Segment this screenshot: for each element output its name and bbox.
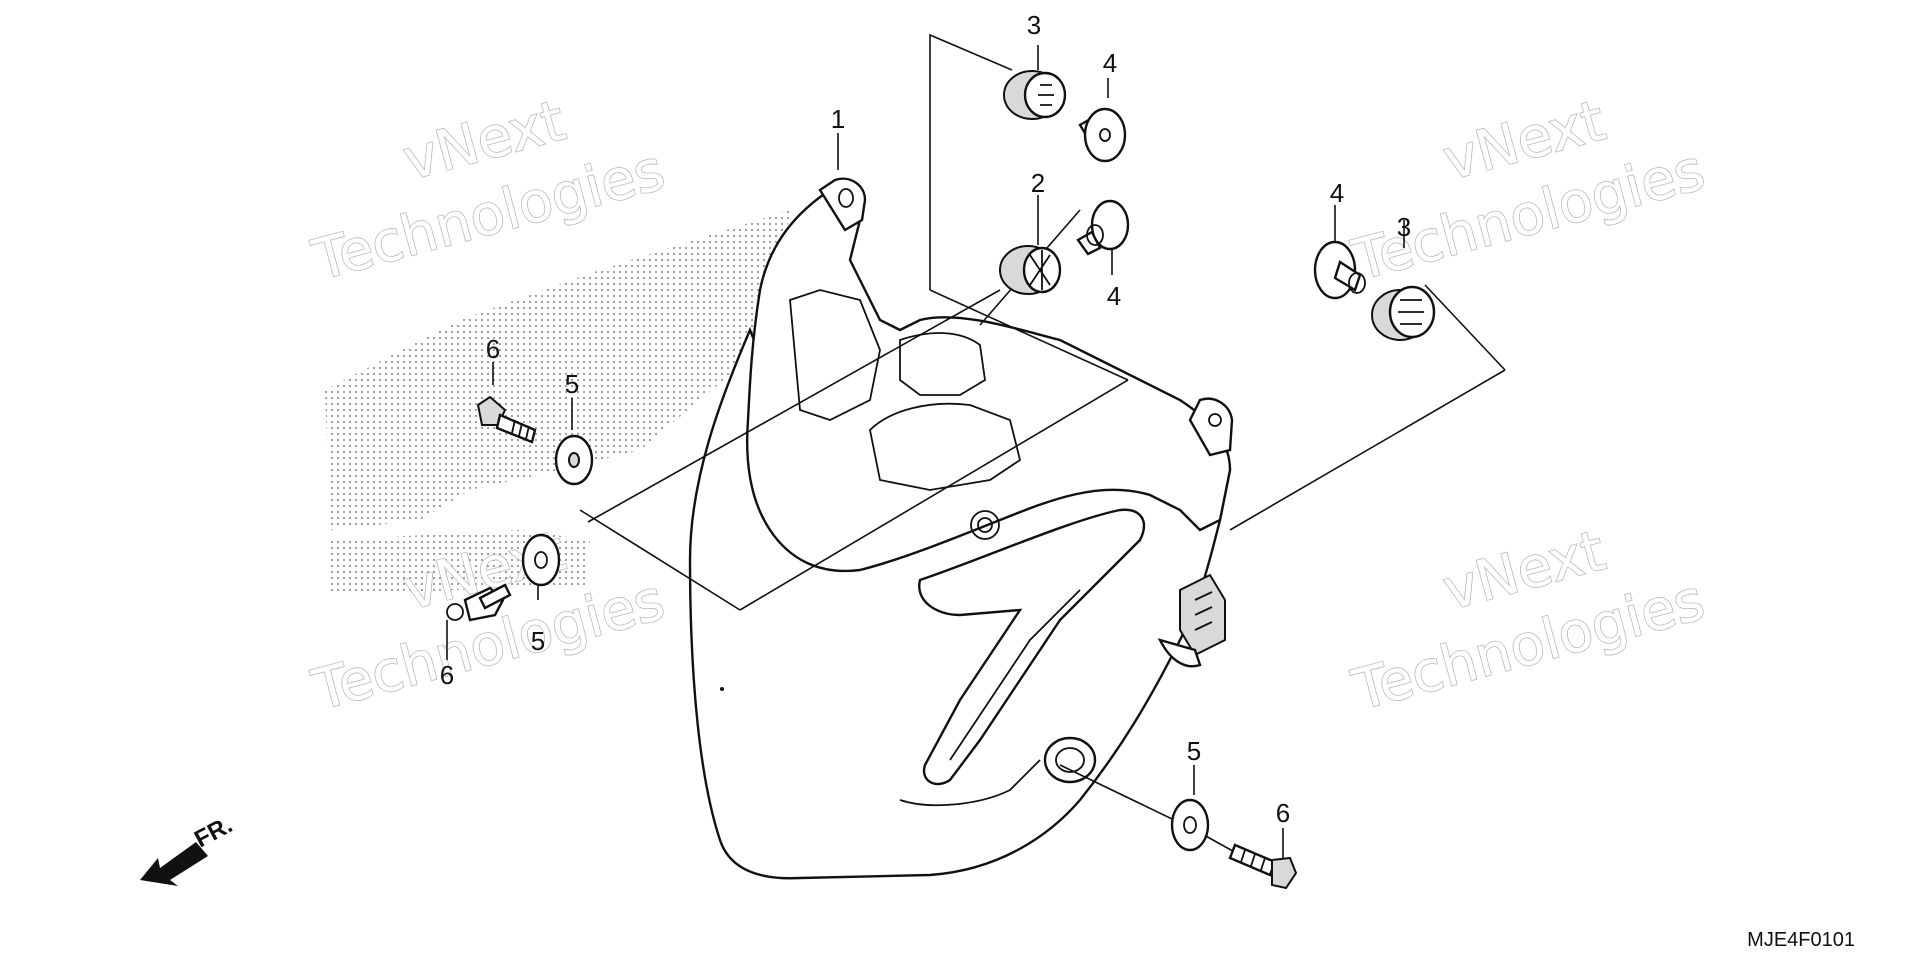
headlight-assembly (688, 177, 1234, 880)
bolt-right (1228, 843, 1298, 890)
watermark-bottom-right: vNext Technologies (1345, 518, 1712, 725)
front-arrow-icon (140, 842, 208, 886)
washer-upper (554, 434, 594, 486)
callout-4-collar-top: 4 (1103, 48, 1117, 78)
callout-5-washer-upper: 5 (565, 369, 579, 399)
grommet-right (1371, 285, 1436, 341)
callout-5-washer-lower: 5 (531, 626, 545, 656)
callout-3-grommet-right: 3 (1397, 212, 1411, 242)
watermark-top-left: vNext Technologies (305, 88, 672, 295)
leader-lines (446, 33, 1506, 862)
callout-5-washer-right: 5 (1187, 736, 1201, 766)
bolt-lower (446, 583, 512, 622)
callout-2-grommet: 2 (1031, 168, 1045, 198)
callout-1-headlight: 1 (831, 104, 845, 134)
callout-4-collar-mid: 4 (1107, 281, 1121, 311)
diagram-reference-code: MJE4F0101 (1747, 929, 1855, 951)
washer-right (1170, 798, 1210, 852)
collar-right (1313, 240, 1366, 300)
washer-lower (521, 533, 561, 587)
front-direction-indicator: FR. (140, 811, 237, 886)
grommet-mid (999, 245, 1062, 295)
callout-6-bolt-right: 6 (1276, 798, 1290, 828)
callout-4-collar-right: 4 (1330, 178, 1344, 208)
collar-top (1078, 107, 1127, 163)
callout-3-grommet-top: 3 (1027, 10, 1041, 40)
collar-mid (1076, 199, 1130, 256)
bolt-upper (476, 395, 537, 444)
grommet-top (1003, 70, 1067, 120)
watermark-top-right: vNext Technologies (1345, 88, 1712, 295)
callout-6-bolt-lower: 6 (440, 660, 454, 690)
callout-6-bolt-upper: 6 (486, 334, 500, 364)
